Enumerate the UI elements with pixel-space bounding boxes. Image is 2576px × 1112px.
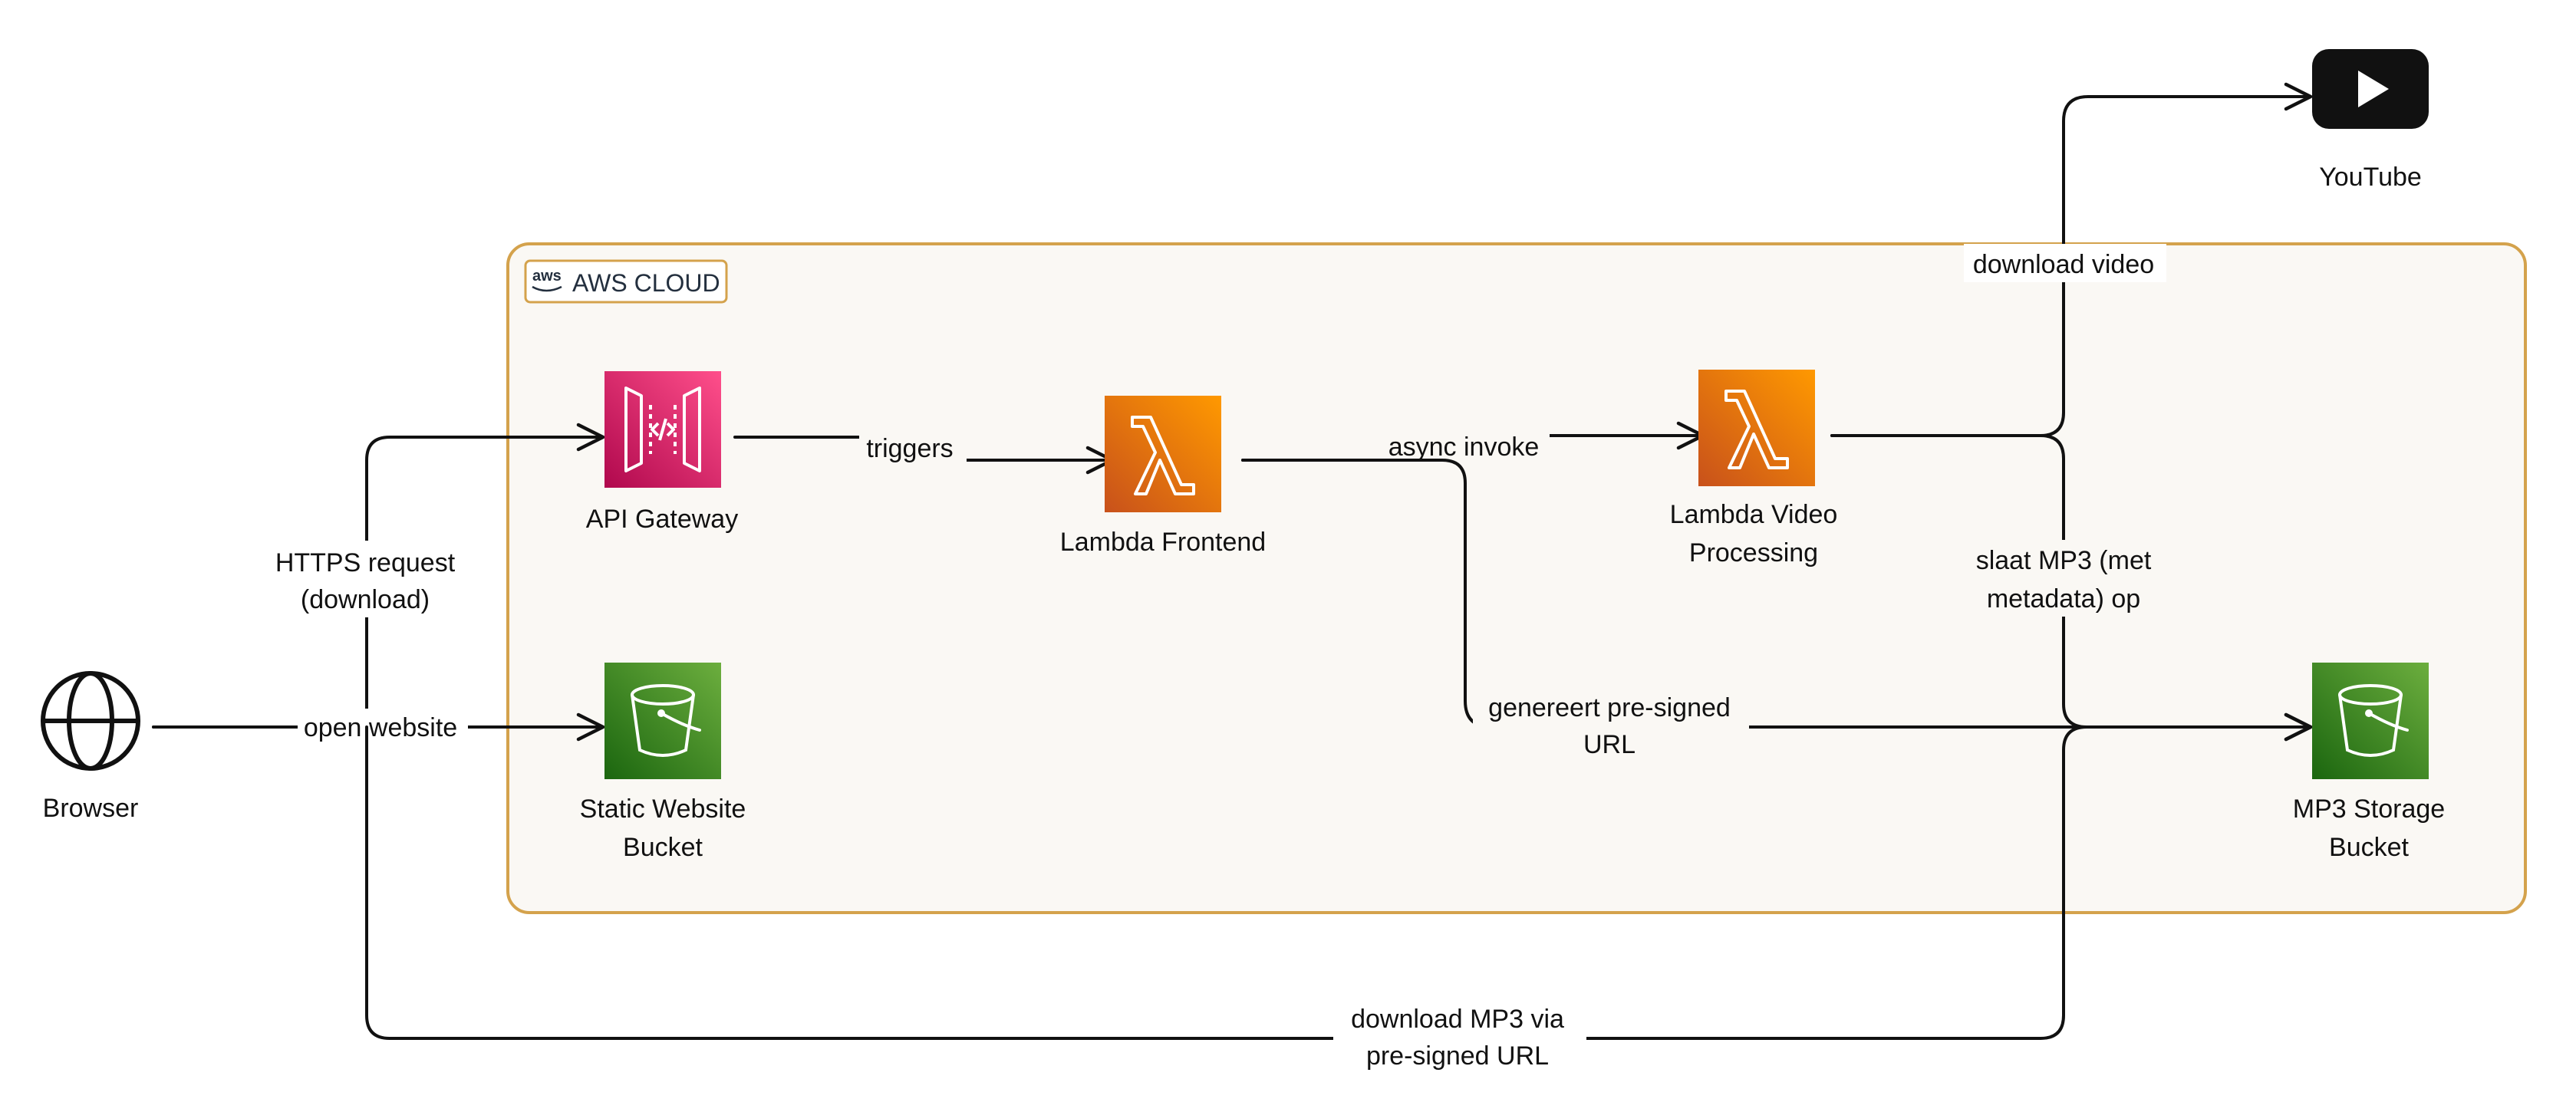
node-lambda-frontend[interactable]: Lambda Frontend xyxy=(1060,396,1266,557)
node-static-website-bucket[interactable]: Static Website Bucket xyxy=(580,663,746,862)
store-mp3-line2: metadata) op xyxy=(1987,584,2140,614)
lambda-icon xyxy=(1105,396,1221,512)
lambda-video-label-1: Lambda Video xyxy=(1670,500,1838,529)
aws-cloud-title: aws AWS CLOUD xyxy=(524,259,728,304)
api-gateway-label: API Gateway xyxy=(586,505,738,534)
edge-download-mp3 xyxy=(365,725,2312,1040)
s3-bucket-icon xyxy=(604,663,721,779)
aws-logo-text: aws xyxy=(532,268,562,285)
mp3-bucket-label-2: Bucket xyxy=(2329,833,2409,862)
triggers-text: triggers xyxy=(866,434,953,463)
aws-cloud-border xyxy=(506,242,2527,914)
static-bucket-label-1: Static Website xyxy=(580,795,746,824)
open-website-text: open website xyxy=(304,713,457,742)
download-mp3-line2: pre-signed URL xyxy=(1366,1041,1549,1071)
aws-cloud-label: AWS CLOUD xyxy=(572,269,720,297)
async-invoke-text: async invoke xyxy=(1388,433,1540,462)
download-mp3-line1: download MP3 via xyxy=(1351,1005,1564,1034)
edge-async-invoke-label: async invoke xyxy=(1381,428,1550,466)
browser-label: Browser xyxy=(43,794,139,823)
presigned-line1: genereert pre-signed xyxy=(1488,693,1731,722)
youtube-label: YouTube xyxy=(2319,163,2422,192)
download-video-text: download video xyxy=(1973,250,2154,279)
lambda-frontend-label: Lambda Frontend xyxy=(1060,528,1266,557)
edge-https-request xyxy=(152,437,604,729)
node-browser[interactable]: Browser xyxy=(41,671,140,823)
globe-icon xyxy=(41,671,140,771)
s3-bucket-icon xyxy=(2312,663,2429,779)
https-request-line1: HTTPS request xyxy=(275,548,456,577)
lambda-icon xyxy=(1698,370,1815,486)
node-api-gateway[interactable]: API Gateway xyxy=(586,371,738,534)
aws-cloud-group: aws AWS CLOUD xyxy=(506,242,2527,914)
edge-download-mp3-label: download MP3 via pre-signed URL xyxy=(1333,997,1586,1077)
node-mp3-bucket[interactable]: MP3 Storage Bucket xyxy=(2293,663,2445,862)
aws-smile-icon xyxy=(532,285,562,292)
lambda-video-label-2: Processing xyxy=(1689,538,1818,568)
edge-download-video-label: download video xyxy=(1964,244,2166,282)
static-bucket-label-2: Bucket xyxy=(623,833,703,862)
node-youtube[interactable]: YouTube xyxy=(2312,49,2429,192)
presigned-line2: URL xyxy=(1583,730,1636,759)
edge-open-website-label: open website xyxy=(298,709,468,744)
store-mp3-line1: slaat MP3 (met xyxy=(1976,546,2152,575)
edge-triggers-label: triggers xyxy=(859,428,967,466)
https-request-line2: (download) xyxy=(301,585,430,614)
edge-store-mp3-label: slaat MP3 (met metadata) op xyxy=(1955,540,2172,617)
mp3-bucket-label-1: MP3 Storage xyxy=(2293,795,2445,824)
edge-presigned-label: genereert pre-signed URL xyxy=(1473,686,1749,763)
edge-https-request-label: HTTPS request (download) xyxy=(265,541,472,617)
node-lambda-video[interactable]: Lambda Video Processing xyxy=(1670,370,1838,568)
